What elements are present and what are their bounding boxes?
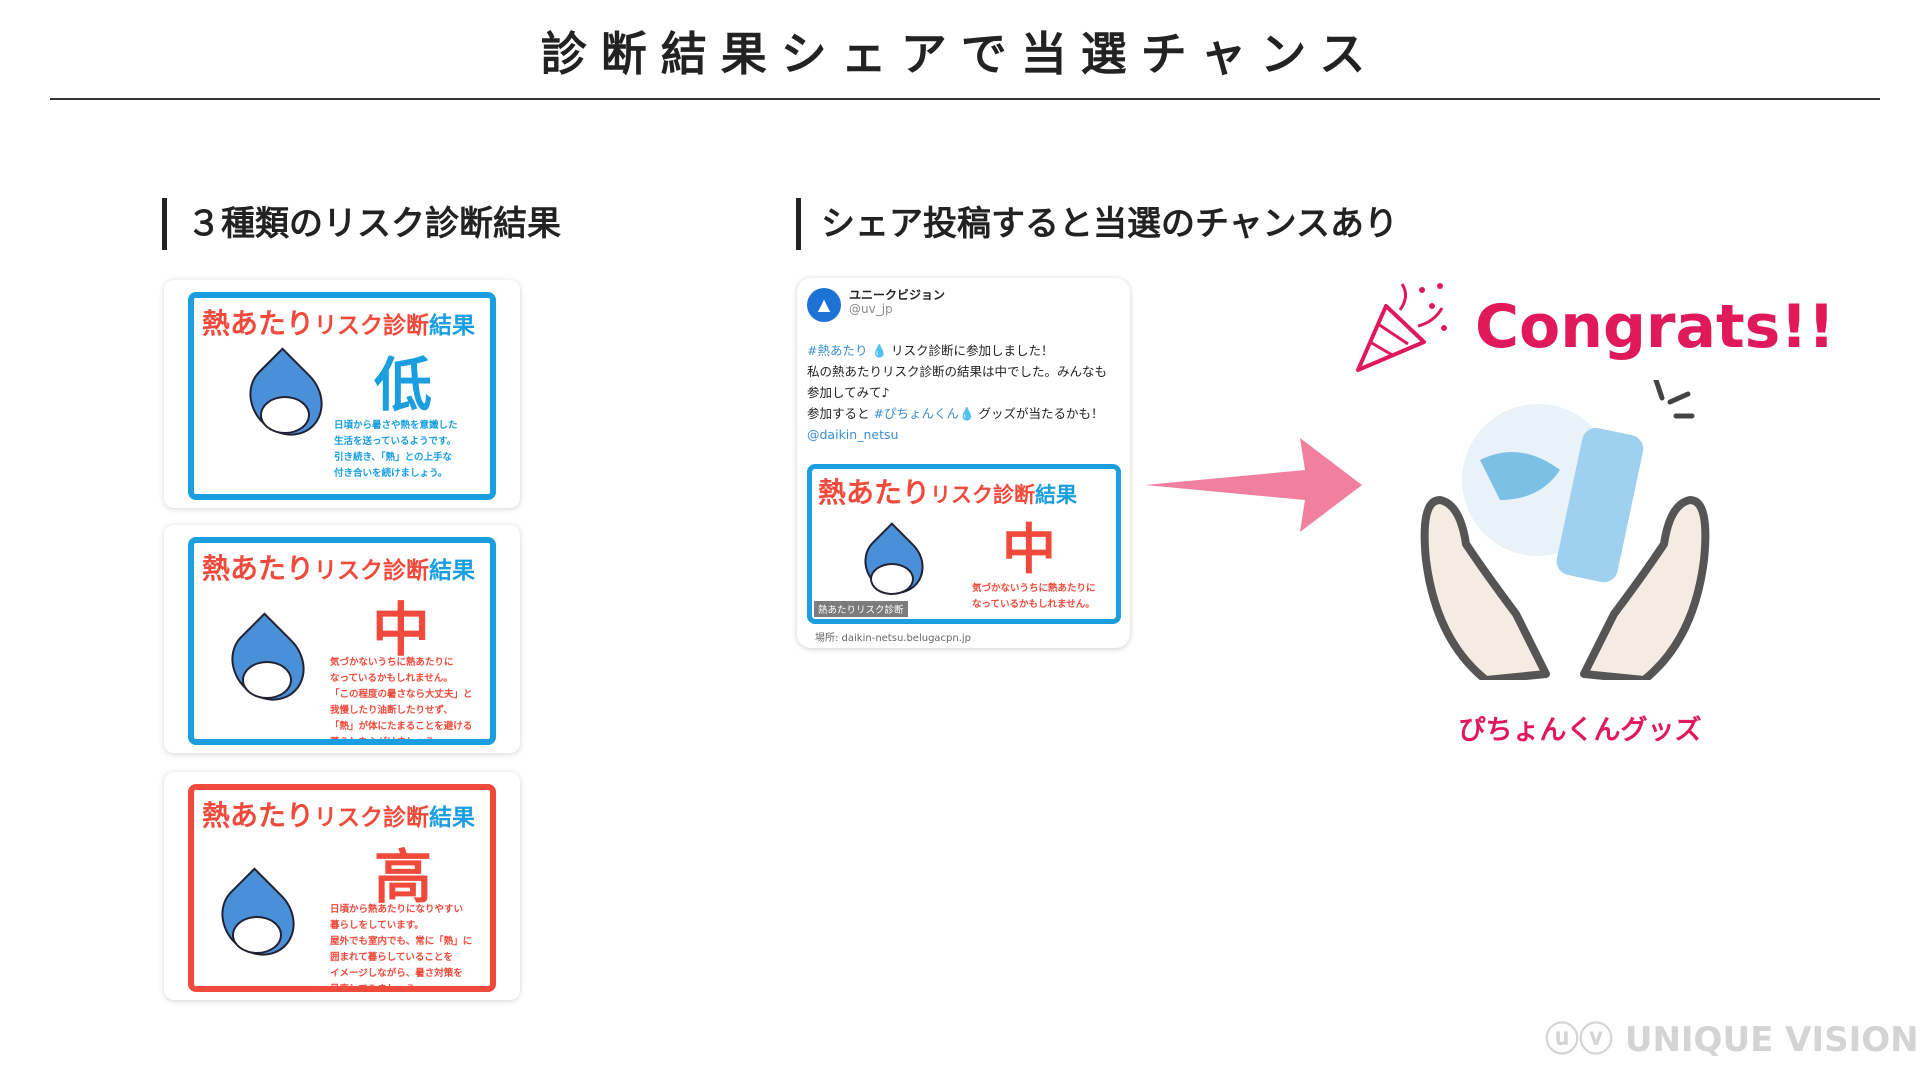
arrow-icon <box>1145 438 1362 532</box>
prize-label: ぴちょんくんグッズ <box>1458 715 1702 746</box>
hashtag: #熱あたり <box>807 343 868 358</box>
drop-icon: 💧 <box>867 343 888 358</box>
site-url: 場所: daikin-netsu.belugacpn.jp <box>815 633 972 644</box>
result-card-medium: 熱あたりリスク診断結果 中 気づかないうちに熱あたりになっているかもしれません。… <box>164 525 520 753</box>
congrats-text: Congrats!! <box>1475 292 1836 362</box>
tweet-result-card: 熱あたりリスク診断結果 中 気づかないうちに熱あたりになっているかもしれません。… <box>807 464 1121 624</box>
party-popper-icon <box>1356 283 1447 372</box>
account-handle: @uv_jp <box>849 302 893 316</box>
result-description: 日頃から暑さや熱を意識した生活を送っているようです。引き続き、「熱」との上手な付… <box>334 420 458 479</box>
section-heading-share: シェア投稿すると当選のチャンスあり <box>796 198 1398 250</box>
card-caption: 熱あたりリスク診断 <box>814 601 908 617</box>
tweet-example: ▲ ユニークビジョン @uv_jp #熱あたり 💧 リスク診断に参加しました！ … <box>797 278 1130 648</box>
card-title: 熱あたりリスク診断結果 <box>818 476 1078 509</box>
mention: @daikin_netsu <box>807 427 899 442</box>
card-title: 熱あたりリスク診断結果 <box>202 799 476 832</box>
title-divider <box>50 98 1880 100</box>
card-title: 熱あたりリスク診断結果 <box>202 307 476 340</box>
risk-level: 中 <box>372 596 431 664</box>
mascot-face <box>870 563 914 595</box>
mascot-drop <box>852 522 936 606</box>
result-card-high: 熱あたりリスク診断結果 高 日頃から熱あたりになりやすい暮らしをしています。屋外… <box>164 772 520 1000</box>
prize-goods-illustration <box>1420 380 1710 680</box>
logo-smile-icon: ⓤⓥ <box>1545 1020 1625 1060</box>
tweet-text: #熱あたり 💧 リスク診断に参加しました！ 私の熱あたりリスク診断の結果は中でし… <box>807 340 1107 445</box>
drop-icon: 💧 <box>958 406 975 421</box>
mascot-face <box>260 396 310 434</box>
result-description: 気づかないうちに熱あたりになっているかもしれません。 <box>972 583 1096 610</box>
risk-level: 低 <box>374 351 433 419</box>
hashtag: #ぴちょんくん <box>873 406 959 421</box>
page-title: 診断結果シェアで当選チャンス <box>540 27 1380 81</box>
result-description: 気づかないうちに熱あたりになっているかもしれません。「この程度の暑さなら大丈夫」… <box>330 657 473 745</box>
risk-level: 中 <box>1002 518 1056 581</box>
card-title: 熱あたりリスク診断結果 <box>202 552 476 585</box>
mascot-face <box>242 661 292 699</box>
mascot-drop <box>216 612 320 716</box>
mascot-face <box>232 916 282 954</box>
account-name: ユニークビジョン <box>849 288 946 302</box>
result-description: 日頃から熱あたりになりやすい暮らしをしています。屋外でも室内でも、常に「熱」に囲… <box>330 904 473 992</box>
company-logo: ⓤⓥ UNIQUE VISION <box>1545 1020 1919 1060</box>
risk-level: 高 <box>374 843 433 911</box>
account-avatar-icon: ▲ <box>807 288 841 322</box>
result-card-low: 熱あたりリスク診断結果 低 日頃から暑さや熱を意識した生活を送っているようです。… <box>164 280 520 508</box>
section-heading-results: ３種類のリスク診断結果 <box>162 198 561 250</box>
